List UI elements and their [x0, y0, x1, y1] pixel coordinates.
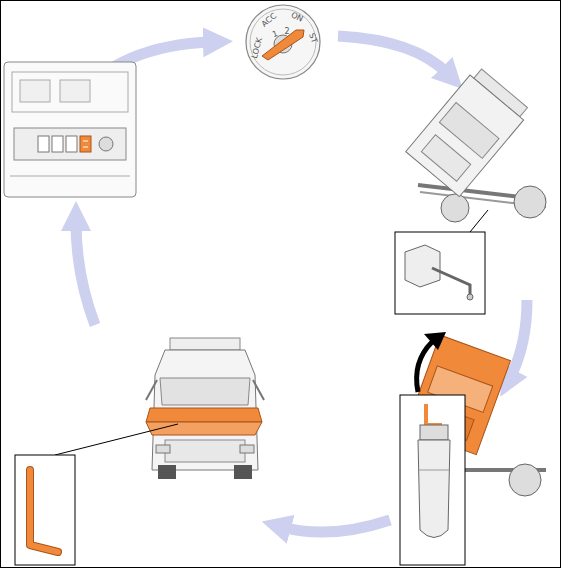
wheel — [441, 194, 469, 222]
detail-inset — [15, 455, 75, 565]
inset-frame — [15, 455, 75, 565]
crank-grip — [467, 294, 473, 300]
cycle-arrow — [338, 36, 448, 74]
ignition-key — [262, 30, 304, 60]
cab-body — [406, 75, 524, 197]
windshield — [160, 378, 250, 405]
inset-frame — [400, 395, 465, 565]
truck-cab-tilted — [406, 66, 546, 222]
switch-position-label: ST — [307, 32, 319, 44]
grille — [165, 440, 245, 462]
flap-key — [30, 470, 58, 552]
tilt-arrow — [417, 342, 432, 392]
truck-front — [146, 338, 264, 479]
grille — [421, 135, 470, 181]
cab — [406, 66, 532, 197]
cycle-arrow — [76, 222, 95, 325]
dashboard-panel — [4, 62, 136, 197]
rotary-knob — [99, 137, 113, 151]
switch-face — [245, 4, 321, 80]
panel-outline — [4, 62, 136, 197]
mirror — [146, 380, 157, 400]
tilt-arrow-head — [424, 332, 446, 350]
pump-lever — [426, 404, 442, 425]
ignition-switch-dial: LOCK ACC12ONST — [245, 4, 321, 80]
switch-symbol — [83, 141, 88, 147]
ignition-switch — [245, 4, 321, 80]
panel-vent — [20, 80, 50, 102]
leader-line — [55, 424, 178, 455]
panel-vent — [60, 80, 90, 102]
front-flap — [146, 422, 262, 435]
pump-body — [418, 440, 450, 538]
dial-rim — [246, 5, 320, 79]
panel-line — [10, 176, 130, 177]
switch — [66, 136, 77, 152]
switch-position-label: ON — [290, 10, 305, 23]
switch-position-label: 1 — [271, 29, 279, 39]
wheel — [234, 465, 252, 479]
panel-recess — [12, 72, 128, 112]
switch-position-label: 2 — [284, 27, 289, 36]
inset-frame — [395, 232, 485, 314]
headlight — [240, 445, 254, 453]
headlight — [156, 445, 170, 453]
wheel — [158, 465, 176, 479]
switch — [38, 136, 49, 152]
front-flap — [146, 408, 262, 422]
switch — [52, 136, 63, 152]
pump-head — [420, 425, 448, 440]
wheel — [514, 186, 546, 218]
cycle-arrow — [282, 520, 390, 532]
leader-line — [470, 210, 488, 232]
pump-rim — [419, 470, 449, 471]
cycle-arrow — [510, 300, 527, 378]
cab-tilt-switch — [80, 136, 91, 152]
mirror — [253, 380, 264, 400]
pump-housing — [405, 245, 440, 287]
dial-ring — [250, 9, 316, 75]
switch-position-label: LOCK — [250, 37, 264, 60]
detail-inset — [395, 232, 485, 314]
switch-strip — [14, 128, 126, 160]
detail-inset — [400, 395, 465, 565]
key-outline — [30, 470, 58, 552]
wheel — [509, 464, 541, 496]
cab-roof — [170, 338, 240, 350]
switch-position-label: ACC — [260, 11, 278, 29]
crank-handle — [432, 268, 470, 295]
